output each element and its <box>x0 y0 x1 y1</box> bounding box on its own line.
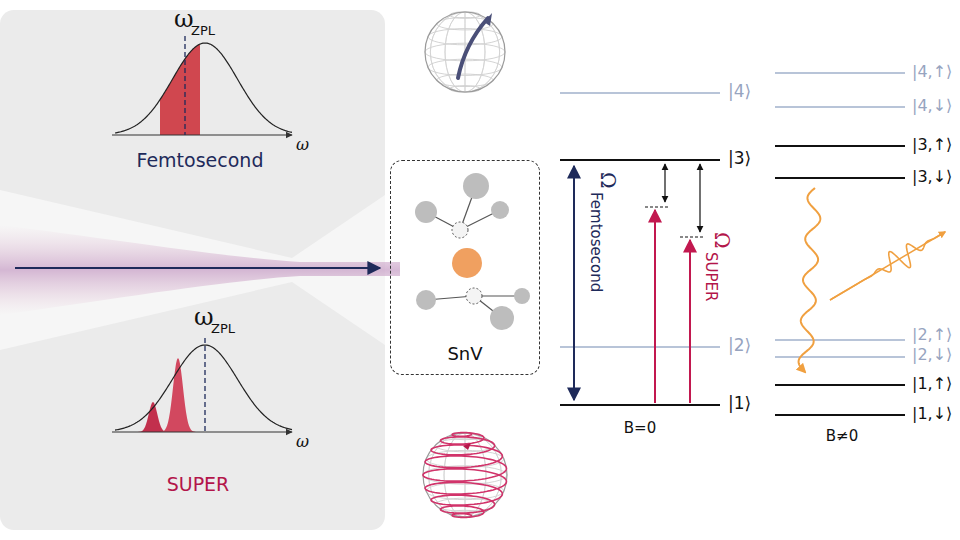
energy-level <box>775 106 905 108</box>
energy-level <box>775 177 905 179</box>
spiral-path <box>423 433 506 518</box>
phonon-sideband-curve <box>115 345 292 430</box>
phonon-sideband-curve <box>115 43 292 133</box>
rabi-symbol: Ω <box>597 172 619 189</box>
state-label: |2,↓⟩ <box>912 346 952 364</box>
state-label: |2⟩ <box>728 336 751 355</box>
pulse-name: Femtosecond <box>137 150 264 171</box>
field-label: B≠0 <box>826 428 858 445</box>
energy-level <box>560 346 720 348</box>
state-label: |3,↑⟩ <box>912 136 952 154</box>
vacancy <box>452 222 468 238</box>
carbon-atom <box>463 173 489 199</box>
field-label: B=0 <box>624 420 656 437</box>
rotation-path <box>458 18 488 78</box>
subscript: SUPER <box>703 252 720 301</box>
state-label: |4,↓⟩ <box>912 97 952 115</box>
energy-level <box>560 92 720 94</box>
atom-box: SnV <box>390 160 540 375</box>
detuning-arrow <box>699 164 700 232</box>
subscript: ZPL <box>211 322 235 336</box>
defect-name: SnV <box>447 343 482 364</box>
state-label: |1,↑⟩ <box>912 375 952 393</box>
zpl-marker <box>184 36 185 135</box>
carbon-atom <box>491 201 509 219</box>
virtual-level <box>645 207 668 208</box>
carbon-atom <box>415 201 437 223</box>
state-label: |2,↑⟩ <box>912 326 952 344</box>
state-label: |3⟩ <box>728 149 751 168</box>
femtosecond-transition <box>573 166 575 400</box>
energy-level <box>560 159 720 161</box>
axis-label: ω <box>296 433 309 451</box>
state-label: |1,↓⟩ <box>912 405 952 423</box>
omega-symbol: ω <box>174 6 194 32</box>
beam-arrow <box>15 267 380 269</box>
sphere-grid <box>430 12 499 92</box>
state-label: |4,↑⟩ <box>912 63 952 81</box>
tin-atom <box>452 248 482 278</box>
state-label: |4⟩ <box>728 82 751 101</box>
carbon-atom <box>490 306 514 330</box>
rabi-symbol: Ω <box>711 232 733 249</box>
pulse-name: SUPER <box>167 474 230 495</box>
spiral-head <box>463 443 471 450</box>
state-label: |3,↓⟩ <box>912 168 952 186</box>
pulse-peak <box>138 402 168 432</box>
energy-level <box>775 72 905 74</box>
sphere-grid <box>430 12 499 92</box>
omega-symbol: ω <box>194 304 214 330</box>
state-label: |1⟩ <box>728 394 751 413</box>
pulse-peak <box>160 358 196 432</box>
frequency-axis <box>112 431 292 432</box>
rotation-head <box>484 13 492 26</box>
zpl-marker <box>204 338 205 432</box>
carbon-atom <box>514 288 530 304</box>
photon-wavepacket <box>830 232 945 300</box>
energy-level <box>560 404 720 406</box>
laser-beam <box>0 225 400 315</box>
bloch-sphere <box>425 12 505 92</box>
bloch-sphere <box>423 433 507 517</box>
super-transition <box>689 240 691 403</box>
energy-level <box>775 356 905 358</box>
axis-label: ω <box>296 136 309 154</box>
photon-arrow <box>830 232 945 300</box>
vacancy <box>466 288 482 304</box>
energy-level <box>775 339 905 341</box>
super-transition <box>654 210 656 403</box>
detuning-arrow <box>664 164 665 202</box>
frequency-axis <box>112 134 292 135</box>
subscript: ZPL <box>191 24 215 38</box>
energy-level <box>775 414 905 416</box>
subscript: Femtosecond <box>588 192 605 292</box>
energy-level <box>775 384 905 386</box>
virtual-level <box>680 237 703 238</box>
energy-level <box>775 145 905 147</box>
carbon-atom <box>416 290 436 310</box>
decay-arrow <box>799 188 821 372</box>
